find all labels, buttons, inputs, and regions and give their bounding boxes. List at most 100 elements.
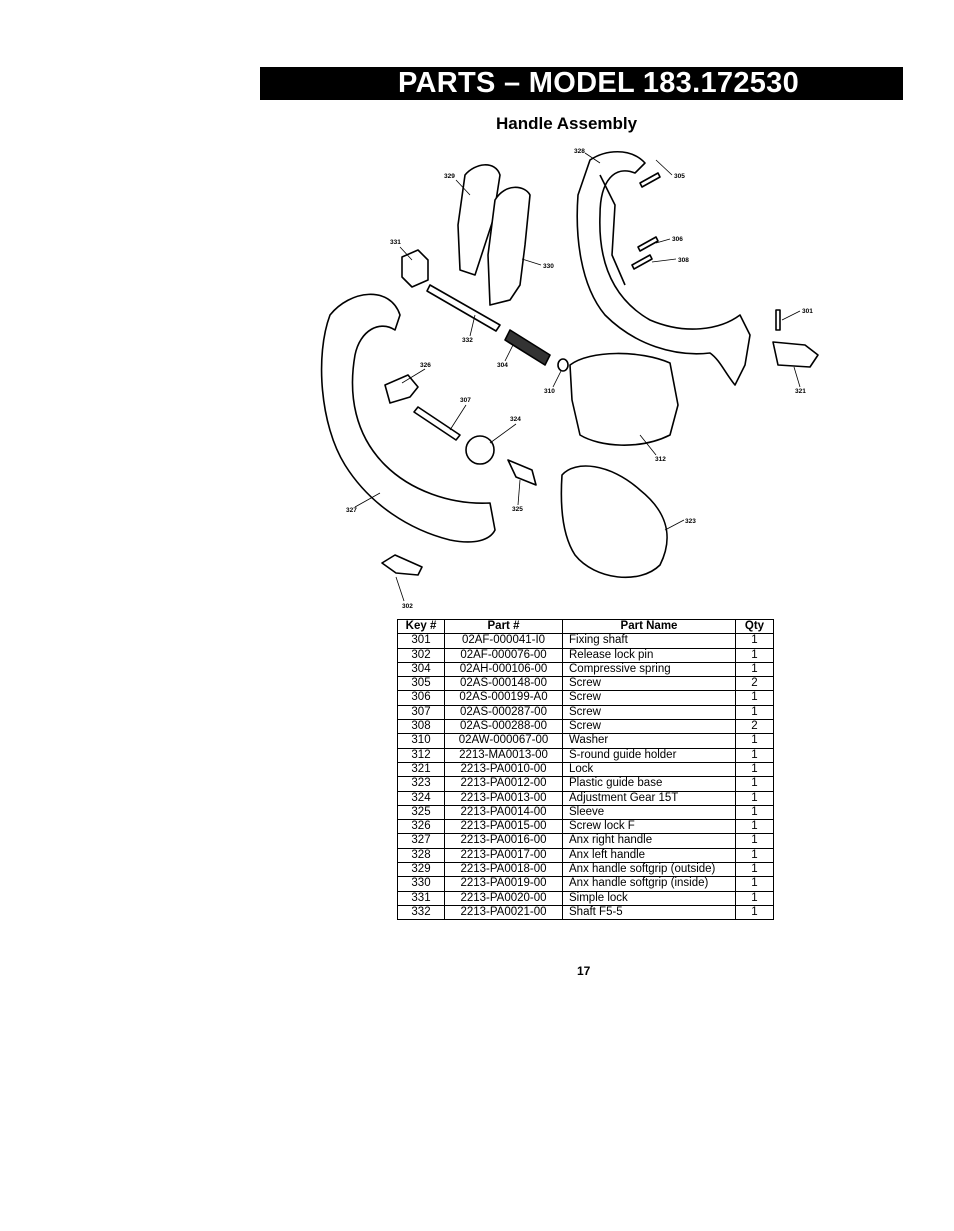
cell-qty: 1 xyxy=(735,704,774,721)
cell-qty: 1 xyxy=(735,761,774,778)
callout-329: 329 xyxy=(444,173,455,180)
cell-qty: 1 xyxy=(735,904,774,921)
cell-key: 304 xyxy=(397,661,445,678)
cell-key: 308 xyxy=(397,719,445,735)
callout-330: 330 xyxy=(543,263,554,270)
cell-qty: 1 xyxy=(735,847,774,864)
part-326-screw-lock xyxy=(384,374,419,404)
page-title: PARTS – MODEL 183.172530 xyxy=(398,67,800,99)
cell-part-name: Fixing shaft xyxy=(562,633,736,649)
cell-part-name: Anx left handle xyxy=(562,847,736,864)
callout-326: 326 xyxy=(420,362,431,369)
callout-306: 306 xyxy=(672,236,683,243)
cell-key: 307 xyxy=(397,704,445,721)
callout-305: 305 xyxy=(674,173,685,180)
cell-part-name: Plastic guide base xyxy=(562,776,736,792)
cell-key: 306 xyxy=(397,690,445,706)
cell-part-number: 2213-PA0015-00 xyxy=(444,819,563,835)
cell-qty: 1 xyxy=(735,647,774,663)
cell-part-name: Lock xyxy=(562,761,736,778)
cell-key: 302 xyxy=(397,647,445,663)
cell-qty: 1 xyxy=(735,733,774,749)
cell-qty: 1 xyxy=(735,862,774,878)
callout-307: 307 xyxy=(460,397,471,404)
cell-part-number: 02AS-000199-A0 xyxy=(444,690,563,706)
cell-qty: 1 xyxy=(735,819,774,835)
part-325-sleeve xyxy=(507,459,537,486)
cell-part-name: Shaft F5-5 xyxy=(562,904,736,921)
cell-qty: 1 xyxy=(735,833,774,849)
part-321-lock xyxy=(772,341,819,368)
cell-part-number: 2213-PA0010-00 xyxy=(444,761,563,778)
cell-part-number: 02AS-000148-00 xyxy=(444,676,563,692)
cell-part-number: 2213-PA0017-00 xyxy=(444,847,563,864)
callout-321: 321 xyxy=(795,388,806,395)
part-312-guide-holder xyxy=(569,352,679,446)
cell-key: 312 xyxy=(397,747,445,763)
diagram-drawing: 328 305 329 306 308 331 330 301 332 304 … xyxy=(320,148,819,610)
callout-304: 304 xyxy=(497,362,508,369)
cell-key: 327 xyxy=(397,833,445,849)
cell-part-number: 2213-PA0021-00 xyxy=(444,904,563,921)
cell-part-name: S-round guide holder xyxy=(562,747,736,763)
cell-part-number: 02AH-000106-00 xyxy=(444,661,563,678)
cell-part-name: Adjustment Gear 15T xyxy=(562,790,736,806)
part-332-shaft xyxy=(426,284,501,332)
callout-324: 324 xyxy=(510,416,521,423)
cell-part-name: Screw xyxy=(562,690,736,706)
cell-qty: 1 xyxy=(735,876,774,892)
cell-part-name: Simple lock xyxy=(562,890,736,906)
part-301-fixing-shaft xyxy=(775,309,781,331)
cell-part-name: Screw xyxy=(562,704,736,721)
cell-part-number: 2213-PA0013-00 xyxy=(444,790,563,806)
callout-301: 301 xyxy=(802,308,813,315)
cell-qty: 1 xyxy=(735,776,774,792)
cell-key: 330 xyxy=(397,876,445,892)
col-header-qty: Qty xyxy=(735,618,774,635)
cell-qty: 1 xyxy=(735,890,774,906)
part-329-softgrip-outside xyxy=(457,164,501,276)
callout-327: 327 xyxy=(346,507,357,514)
part-305-screw xyxy=(639,172,661,188)
cell-part-number: 2213-PA0016-00 xyxy=(444,833,563,849)
cell-key: 332 xyxy=(397,904,445,921)
cell-qty: 2 xyxy=(735,676,774,692)
part-323-guide-base xyxy=(560,465,668,579)
cell-key: 326 xyxy=(397,819,445,835)
cell-part-name: Sleeve xyxy=(562,804,736,821)
cell-qty: 1 xyxy=(735,661,774,678)
part-308-screw xyxy=(631,254,653,270)
cell-qty: 1 xyxy=(735,790,774,806)
diagram-callouts: 328 305 329 306 308 331 330 301 332 304 … xyxy=(346,148,813,610)
callout-312: 312 xyxy=(655,456,666,463)
callout-302: 302 xyxy=(402,603,413,610)
cell-part-name: Screw xyxy=(562,719,736,735)
cell-part-number: 2213-PA0012-00 xyxy=(444,776,563,792)
cell-part-name: Anx handle softgrip (outside) xyxy=(562,862,736,878)
cell-part-number: 02AS-000287-00 xyxy=(444,704,563,721)
cell-part-name: Anx right handle xyxy=(562,833,736,849)
cell-part-name: Washer xyxy=(562,733,736,749)
part-310-washer xyxy=(557,358,569,372)
leader-lines xyxy=(354,152,801,602)
cell-key: 301 xyxy=(397,633,445,649)
cell-key: 321 xyxy=(397,761,445,778)
cell-part-number: 2213-MA0013-00 xyxy=(444,747,563,763)
callout-331: 331 xyxy=(390,239,401,246)
part-327-right-handle xyxy=(320,293,496,543)
callout-332: 332 xyxy=(462,337,473,344)
